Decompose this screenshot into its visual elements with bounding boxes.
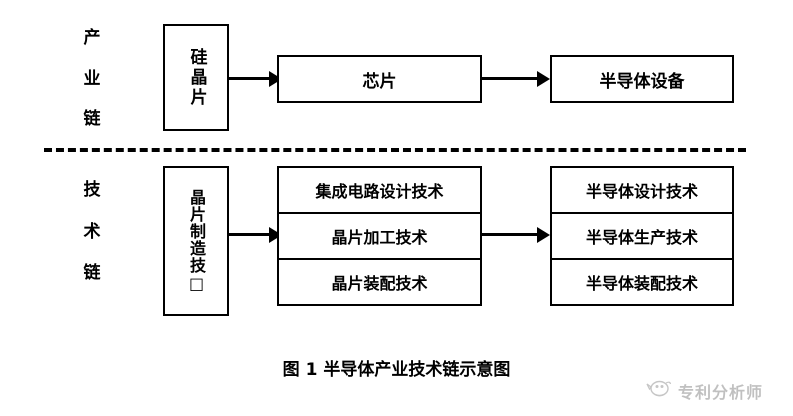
arrow-right-icon-chip-to-equipment [482,71,552,87]
row-label-industry-char-1: 业 [83,68,101,89]
bird-logo-icon [646,378,672,404]
watermark: 专利分析师 [646,378,763,404]
box-silicon-wafer: 硅晶片 [163,24,229,131]
box-semiconductor-equipment: 半导体设备 [550,55,734,103]
column-chip-technologies: 集成电路设计技术 晶片加工技术 晶片装配技术 [277,166,482,306]
row-label-technology-char-1: 术 [83,221,101,242]
column-semiconductor-technologies: 半导体设计技术 半导体生产技术 半导体装配技术 [550,166,734,306]
figure-caption: 图 1 半导体产业技术链示意图 [282,360,511,380]
list-item-ic-design-technology: 集成电路设计技术 [279,168,480,214]
list-item-wafer-assembly-technology: 晶片装配技术 [279,260,480,304]
row-label-industry-chain: 产 业 链 [78,30,106,128]
arrow-right-icon-middle-to-right [482,227,552,243]
list-item-wafer-processing-technology: 晶片加工技术 [279,214,480,260]
row-label-industry-char-2: 链 [83,109,101,129]
arrow-right-icon-wafer-mfg-to-middle [229,227,284,243]
list-item-semiconductor-assembly-technology: 半导体装配技术 [552,260,732,304]
row-label-technology-char-2: 链 [83,263,101,283]
box-wafer-manufacturing-technology: 晶片制造技□ [163,166,229,316]
section-divider [44,148,746,152]
row-label-technology-char-0: 技 [83,180,101,200]
arrow-right-icon-silicon-to-chip [229,71,284,87]
row-label-technology-chain: 技 术 链 [78,182,106,282]
box-chip: 芯片 [277,55,482,103]
list-item-semiconductor-production-technology: 半导体生产技术 [552,214,732,260]
watermark-text: 专利分析师 [678,383,764,402]
list-item-semiconductor-design-technology: 半导体设计技术 [552,168,732,214]
row-label-industry-char-0: 产 [83,28,101,48]
